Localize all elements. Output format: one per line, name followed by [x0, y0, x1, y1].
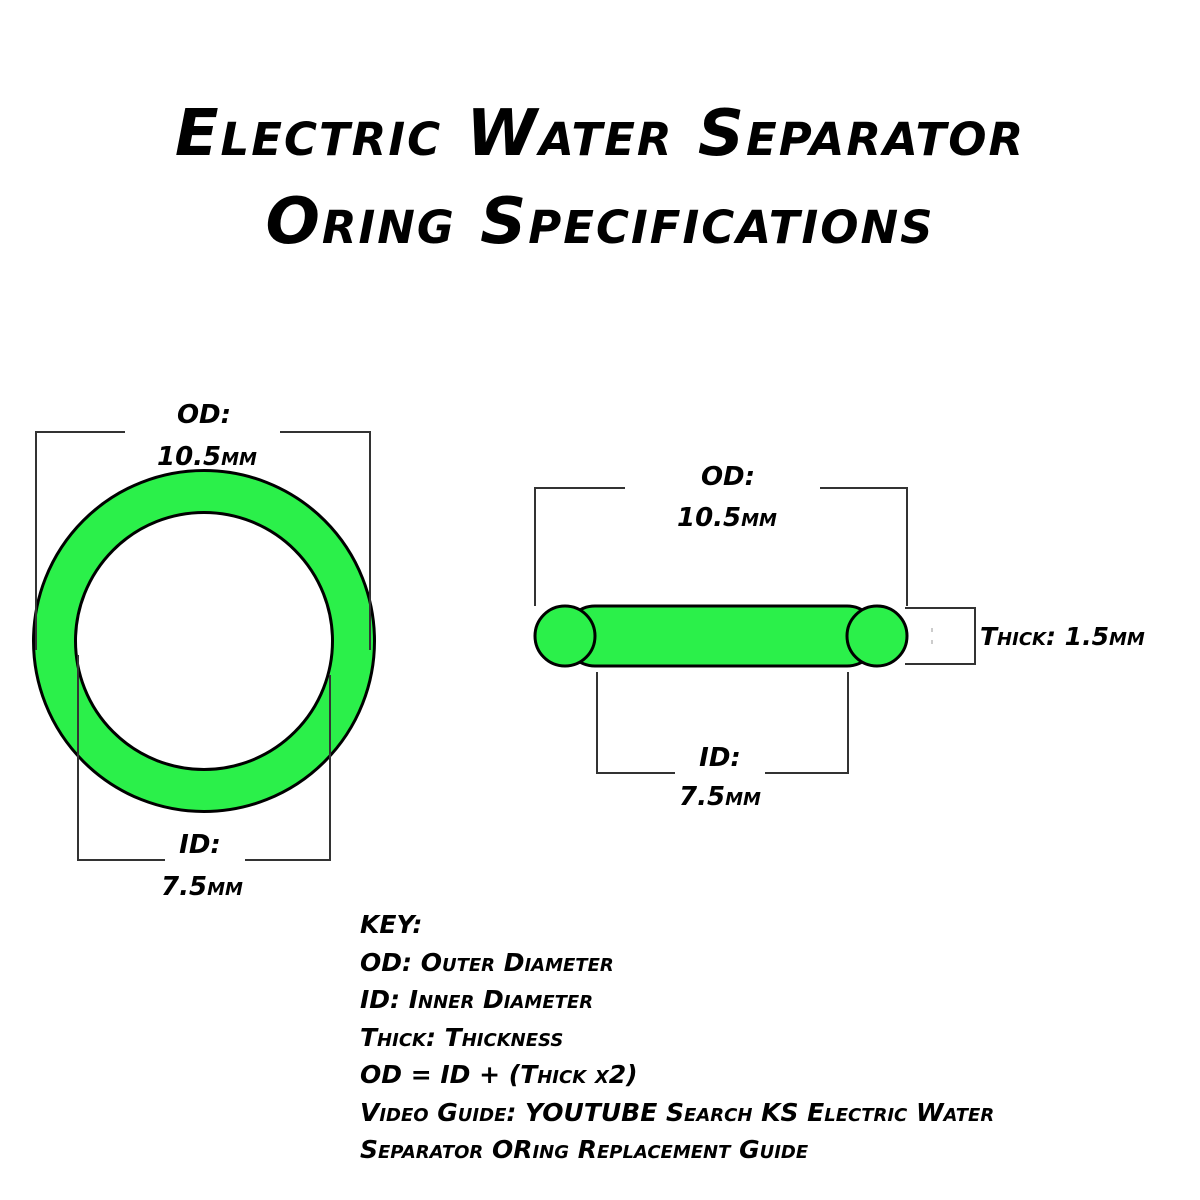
- key-legend: KEY: OD: Outer Diameter ID: Inner Diamet…: [360, 906, 994, 1169]
- key-line-id: ID: Inner Diameter: [360, 985, 594, 1014]
- front-id-bracket-right: [245, 675, 331, 861]
- side-thick-bracket: [905, 607, 976, 665]
- front-id-value: 7.5mm: [161, 872, 243, 902]
- side-id-bracket-right: [765, 672, 849, 774]
- key-line-video-guide-cont: Separator ORing Replacement Guide: [360, 1135, 809, 1164]
- front-view: [32, 431, 376, 861]
- title-line-2: Oring Specifications: [265, 185, 935, 259]
- side-od-bracket-left: [534, 487, 625, 606]
- side-od-value: 10.5mm: [677, 503, 777, 533]
- title-line-1: Electric Water Separator: [174, 97, 1026, 171]
- side-ring-end-right: [845, 604, 909, 668]
- front-od-value: 10.5mm: [157, 442, 257, 472]
- side-view: [533, 487, 976, 774]
- side-od-bracket-right: [820, 487, 908, 606]
- side-ring-end-left: [533, 604, 597, 668]
- side-id-value: 7.5mm: [679, 782, 761, 812]
- side-od-label: OD:: [700, 462, 756, 492]
- front-id-bracket-left: [77, 655, 165, 861]
- key-heading: KEY:: [360, 910, 423, 939]
- side-id-label: ID:: [699, 743, 741, 773]
- side-thick-label: Thick: 1.5mm: [980, 622, 1145, 651]
- key-line-video-guide: Video Guide: YOUTUBE Search KS Electric …: [360, 1097, 995, 1127]
- side-id-bracket-left: [596, 672, 675, 774]
- front-ring-fill: [35, 472, 373, 810]
- key-line-formula: OD = ID + (Thick x2): [360, 1060, 638, 1089]
- key-line-od: OD: Outer Diameter: [360, 947, 614, 977]
- key-line-thick: Thick: Thickness: [360, 1022, 564, 1052]
- front-od-bracket-left: [35, 431, 125, 650]
- front-od-bracket-right: [280, 431, 371, 650]
- side-ring-body: [563, 604, 879, 668]
- front-od-label: OD:: [176, 400, 232, 430]
- front-id-label: ID:: [179, 830, 221, 860]
